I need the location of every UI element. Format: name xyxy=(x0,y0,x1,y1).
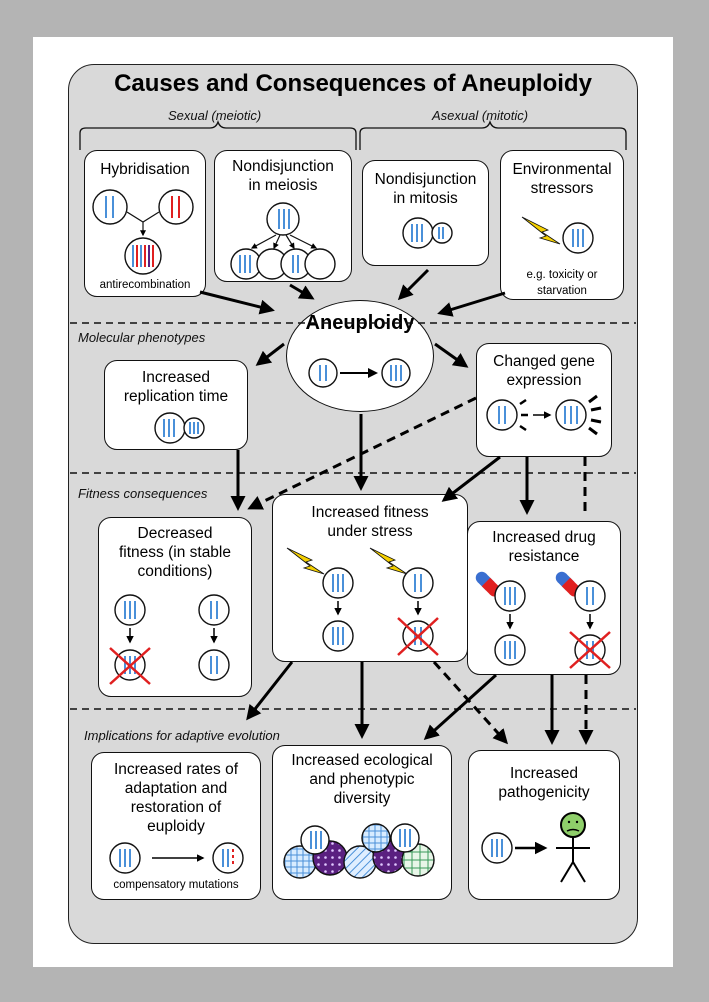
hybridisation-cells xyxy=(92,189,194,275)
molecular-dashed-arrows xyxy=(247,396,587,512)
box-nondisjunction-mitosis: Nondisjunction in mitosis xyxy=(362,160,489,266)
box-fitness-under-stress: Increased fitness under stress xyxy=(272,494,468,662)
group-label-sexual: Sexual (meiotic) xyxy=(168,108,262,123)
box-adaptation-rates: Increased rates of adaptation and restor… xyxy=(91,752,261,900)
decreased-cells xyxy=(109,594,230,685)
adaptation-title: Increased rates of adaptation and restor… xyxy=(113,761,239,835)
section-label-adaptive: Implications for adaptive evolution xyxy=(84,728,280,743)
stress-cells xyxy=(286,547,439,656)
meiosis-arrows xyxy=(250,234,318,250)
stress-title: Increased fitness under stress xyxy=(311,504,429,540)
adaptation-cells xyxy=(109,842,244,874)
section-label-molecular: Molecular phenotypes xyxy=(78,330,206,345)
diagram-title: Causes and Consequences of Aneuploidy xyxy=(114,70,592,97)
brace-sexual xyxy=(79,119,357,150)
box-pathogenicity: Increased pathogenicity xyxy=(468,750,620,900)
pathogenicity-title: Increased pathogenicity xyxy=(498,765,590,801)
expression-cells xyxy=(486,394,602,436)
pill-icon-2 xyxy=(555,571,581,597)
adaptation-note: compensatory mutations xyxy=(113,879,239,891)
fitness-arrows xyxy=(246,661,560,745)
nondisjunction-mitosis-title: Nondisjunction in mitosis xyxy=(374,171,477,207)
pill-icon xyxy=(475,571,501,597)
box-replication-time: Increased replication time xyxy=(104,360,248,450)
box-environmental-stressors: Environmental stressors e.g. toxicity or… xyxy=(500,150,624,300)
environmental-title: Environmental stressors xyxy=(512,161,612,197)
environmental-cell xyxy=(562,222,594,254)
diversity-title: Increased ecological and phenotypic dive… xyxy=(291,752,433,807)
hybridisation-note: antirecombination xyxy=(99,279,191,291)
mitosis-cells xyxy=(402,217,453,249)
section-label-fitness: Fitness consequences xyxy=(78,486,208,501)
pathogenicity-cell xyxy=(481,832,548,864)
brace-asexual xyxy=(359,119,627,150)
expression-title: Changed gene expression xyxy=(493,353,595,389)
replication-title: Increased replication time xyxy=(123,369,229,405)
drug-title: Increased drug resistance xyxy=(492,529,596,565)
group-label-asexual: Asexual (mitotic) xyxy=(432,108,529,123)
fitness-dashed-arrows xyxy=(432,660,594,745)
aneuploidy-arrows xyxy=(255,342,469,491)
environmental-note: e.g. toxicity or starvation xyxy=(526,269,598,297)
section-dividers xyxy=(70,322,636,710)
diversity-cells xyxy=(283,823,435,879)
cause-arrows xyxy=(199,268,506,317)
decreased-title: Decreased fitness (in stable conditions) xyxy=(119,525,231,580)
aneuploidy-cells xyxy=(308,358,411,388)
lightning-bolt-icon xyxy=(521,216,561,245)
sick-person-icon xyxy=(556,812,590,883)
drug-cells xyxy=(475,571,611,669)
molecular-arrows xyxy=(230,450,535,515)
hybridisation-title: Hybridisation xyxy=(100,161,190,178)
replication-cells xyxy=(154,412,205,444)
meiosis-cells xyxy=(230,202,336,280)
nondisjunction-meiosis-title: Nondisjunction in meiosis xyxy=(232,158,334,194)
